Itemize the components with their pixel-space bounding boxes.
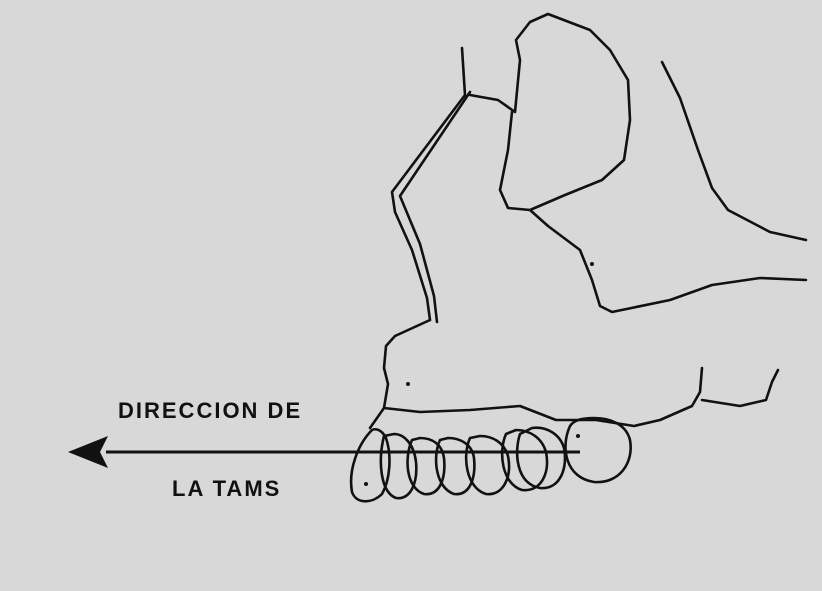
tooth-molar-3 bbox=[517, 428, 565, 488]
tooth-premolar-2 bbox=[436, 438, 474, 494]
landmark-dot bbox=[590, 262, 594, 266]
posterior-outline bbox=[662, 62, 806, 240]
orbit-outline bbox=[470, 14, 630, 210]
zygomatic-outline bbox=[530, 210, 806, 312]
landmark-dot bbox=[364, 482, 368, 486]
direction-label-line-2: LA TAMS bbox=[172, 476, 281, 502]
direction-arrow-head bbox=[68, 436, 108, 468]
pterygoid-outline bbox=[702, 370, 778, 406]
landmark-dot bbox=[406, 382, 410, 386]
nasal-bone-inner-outline bbox=[400, 92, 470, 322]
tooth-molar-4 bbox=[565, 418, 630, 482]
alveolar-ridge-outline bbox=[384, 368, 702, 426]
landmark-dot bbox=[576, 434, 580, 438]
direction-label-line-1: DIRECCION DE bbox=[118, 398, 302, 424]
